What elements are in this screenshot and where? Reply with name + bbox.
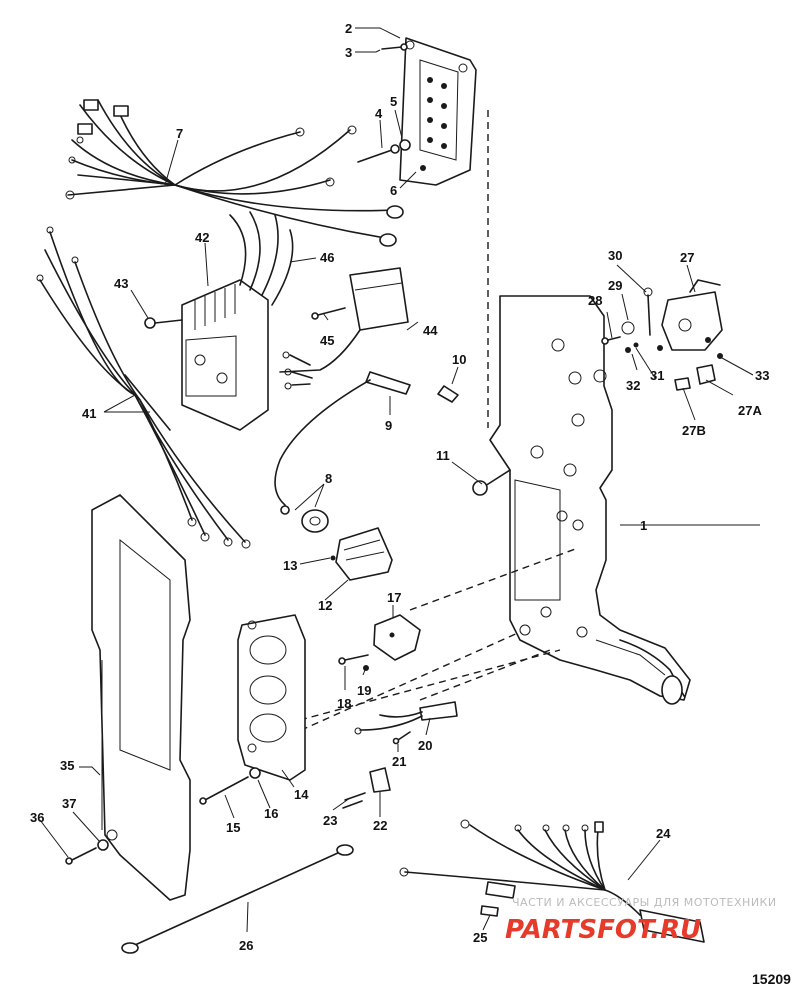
clamp-22-part [342,767,391,809]
lead-20-part [354,701,458,745]
sensor-lead-part [274,371,459,506]
callout-26: 26 [239,938,253,953]
callout-32: 32 [626,378,640,393]
coil-pack-14-part [237,614,306,781]
callout-43: 43 [114,276,128,291]
callout-36: 36 [30,810,44,825]
callout-45: 45 [320,333,334,348]
alignment-line [299,649,561,721]
rectifier-part [181,211,294,431]
alignment-line [409,547,579,611]
callout-10: 10 [452,352,466,367]
callout-18: 18 [337,696,351,711]
leader-lines [39,27,760,933]
callout-21: 21 [392,754,406,769]
callout-29: 29 [608,278,622,293]
callout-37: 37 [62,796,76,811]
callout-14: 14 [294,787,309,802]
callout-labels: 1 2 3 4 5 6 7 8 9 10 11 12 13 14 15 16 1… [30,21,769,953]
module-44-part [279,267,409,390]
wiring-harness-part [65,99,404,247]
screw-15-part [199,767,261,805]
callout-15: 15 [226,820,240,835]
screw-parts-upper [357,43,426,171]
mounting-plate-part [489,295,691,705]
callout-11: 11 [436,448,450,463]
callout-1: 1 [640,518,647,533]
callout-27b: 27B [682,423,706,438]
callout-30: 30 [608,248,622,263]
callout-41: 41 [82,406,96,421]
callout-31: 31 [650,368,664,383]
ground-strap-26-part [121,844,354,954]
figure-number: 15209 [752,971,791,987]
callout-3: 3 [345,45,352,60]
callout-27: 27 [680,250,694,265]
callout-27a: 27A [738,403,762,418]
solenoid-27-part [601,279,723,391]
callout-24: 24 [656,826,671,841]
callout-16: 16 [264,806,278,821]
callout-2: 2 [345,21,352,36]
screw-18-part [338,654,369,671]
callout-8: 8 [325,471,332,486]
callout-23: 23 [323,813,337,828]
callout-25: 25 [473,930,487,945]
callout-20: 20 [418,738,432,753]
watermark-tagline: ЧАСТИ И АКСЕССУАРЫ ДЛЯ МОТОТЕХНИКИ [512,896,777,909]
callout-35: 35 [60,758,74,773]
alignment-line [267,631,521,746]
bolt-11-part [472,469,511,496]
bracket-17-part [373,614,421,661]
callout-4: 4 [375,106,383,121]
grommet-8-part [280,505,329,533]
callout-28: 28 [588,293,602,308]
watermark: ЧАСТИ И АКСЕССУАРЫ ДЛЯ МОТОТЕХНИКИ PARTS… [505,896,777,945]
harness-24-part [399,819,705,943]
callout-9: 9 [385,418,392,433]
callout-44: 44 [423,323,438,338]
callout-5: 5 [390,94,397,109]
screw-36-part [65,839,109,865]
callout-17: 17 [387,590,401,605]
callout-19: 19 [357,683,371,698]
callout-12: 12 [318,598,332,613]
bolt-43-part [144,317,183,329]
callout-13: 13 [283,558,297,573]
coil-12-part [330,527,393,581]
callout-22: 22 [373,818,387,833]
callout-7: 7 [176,126,183,141]
callout-6: 6 [390,183,397,198]
callout-46: 46 [320,250,334,265]
cover-35-part [91,494,191,901]
watermark-brand: PARTSFOT.RU [505,915,701,945]
callout-42: 42 [195,230,209,245]
alignment-line [419,649,551,701]
switch-box-part [399,37,477,186]
callout-33: 33 [755,368,769,383]
